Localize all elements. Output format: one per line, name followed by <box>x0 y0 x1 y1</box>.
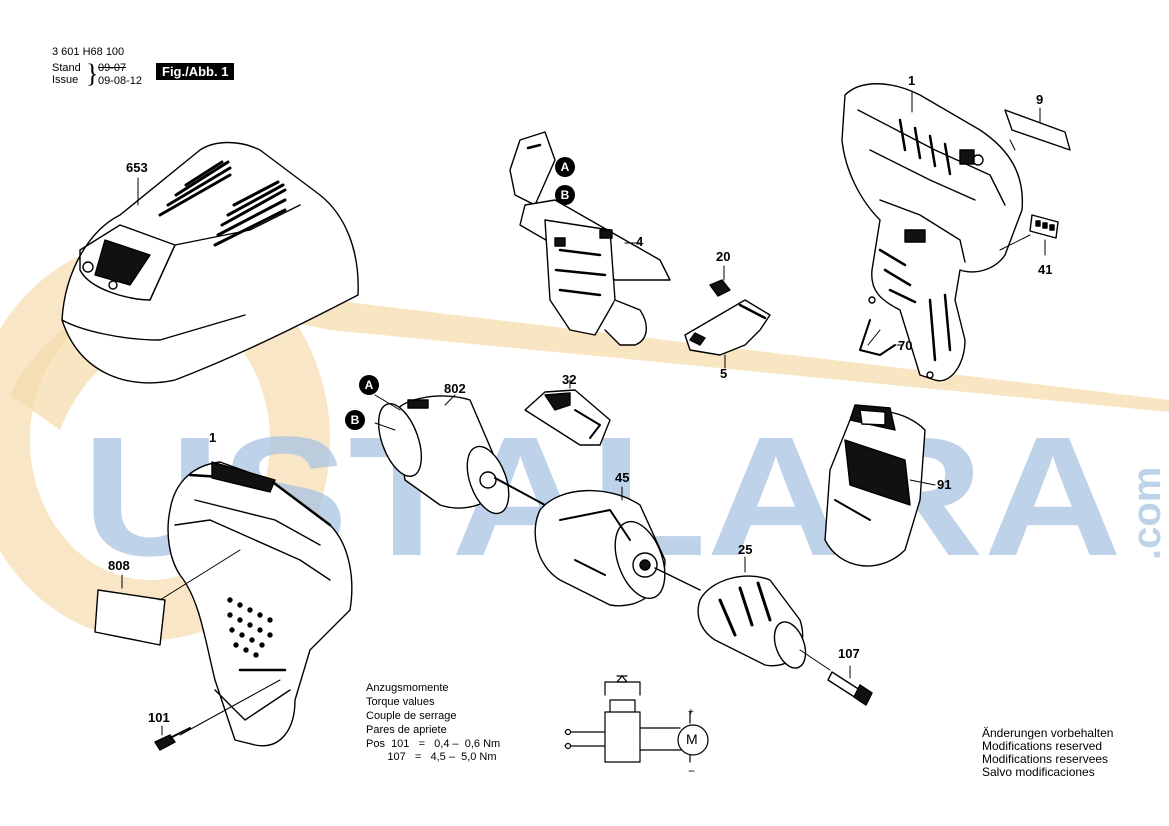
callout-802: 802 <box>444 381 466 396</box>
callout-653: 653 <box>126 160 148 175</box>
torque-row-101: Pos 101 = 0,4 – 0,6 Nm <box>366 738 501 750</box>
torque-title-es: Pares de apriete <box>366 724 447 736</box>
screw-101 <box>154 727 191 751</box>
figure-label: Fig./Abb. 1 <box>156 63 235 80</box>
switch-assembly-4 <box>509 131 671 346</box>
cover-32 <box>524 389 611 446</box>
screw-107 <box>827 671 873 706</box>
housing-half-1-top <box>841 83 1024 382</box>
notice-es: Salvo modificaciones <box>982 765 1095 779</box>
callout-107: 107 <box>838 646 860 661</box>
brace: } <box>86 59 99 88</box>
wiring-diagram: + − <box>564 675 709 778</box>
charger-653 <box>61 141 359 384</box>
torque-row-107: 107 = 4,5 – 5,0 Nm <box>366 751 497 763</box>
battery-91 <box>824 404 936 567</box>
callout-41: 41 <box>1038 262 1053 277</box>
callout-1-bottom: 1 <box>209 430 217 445</box>
svg-text:−: − <box>688 764 695 778</box>
callout-9: 9 <box>1036 92 1044 107</box>
torque-title-fr: Couple de serrage <box>366 710 457 722</box>
marker-a-motor: A <box>359 375 379 395</box>
chuck-25 <box>697 575 831 671</box>
marker-b-motor: B <box>345 410 365 430</box>
doc-number: 3 601 H68 100 <box>52 46 125 58</box>
callout-5: 5 <box>720 366 728 381</box>
notice-fr: Modifications reservees <box>982 752 1109 766</box>
callout-4: 4 <box>636 234 644 249</box>
callout-808: 808 <box>108 558 130 573</box>
gearbox-45 <box>534 489 701 607</box>
button-20 <box>709 279 731 297</box>
motor-symbol-label: M <box>686 731 698 747</box>
torque-title-de: Anzugsmomente <box>366 682 449 694</box>
torque-title-en: Torque values <box>366 696 435 708</box>
issue-label: Issue <box>52 74 79 86</box>
marker-b-switch: B <box>555 185 575 205</box>
callout-1-top: 1 <box>908 73 916 88</box>
date-new: 09-08-12 <box>98 75 143 87</box>
notice-en: Modifications reserved <box>982 739 1103 753</box>
notice-de: Änderungen vorbehalten <box>982 726 1114 740</box>
date-old: 09-07 <box>98 62 127 74</box>
callout-20: 20 <box>716 249 731 264</box>
callout-91: 91 <box>937 477 952 492</box>
callout-70: 70 <box>898 338 913 353</box>
marker-a-switch: A <box>555 157 575 177</box>
callout-25: 25 <box>738 542 753 557</box>
motor-802 <box>374 394 546 515</box>
clip-70 <box>859 319 896 356</box>
housing-half-1-bottom <box>167 461 353 747</box>
sticker-808 <box>94 589 166 646</box>
watermark-suffix: .com <box>1125 467 1169 560</box>
callout-45: 45 <box>615 470 630 485</box>
svg-text:+: + <box>688 707 694 718</box>
slider-5 <box>684 299 771 356</box>
callout-32: 32 <box>562 372 577 387</box>
sticker-9 <box>1004 109 1071 151</box>
stand-label: Stand <box>52 62 81 74</box>
callout-101: 101 <box>148 710 170 725</box>
sticker-41 <box>1029 214 1059 239</box>
